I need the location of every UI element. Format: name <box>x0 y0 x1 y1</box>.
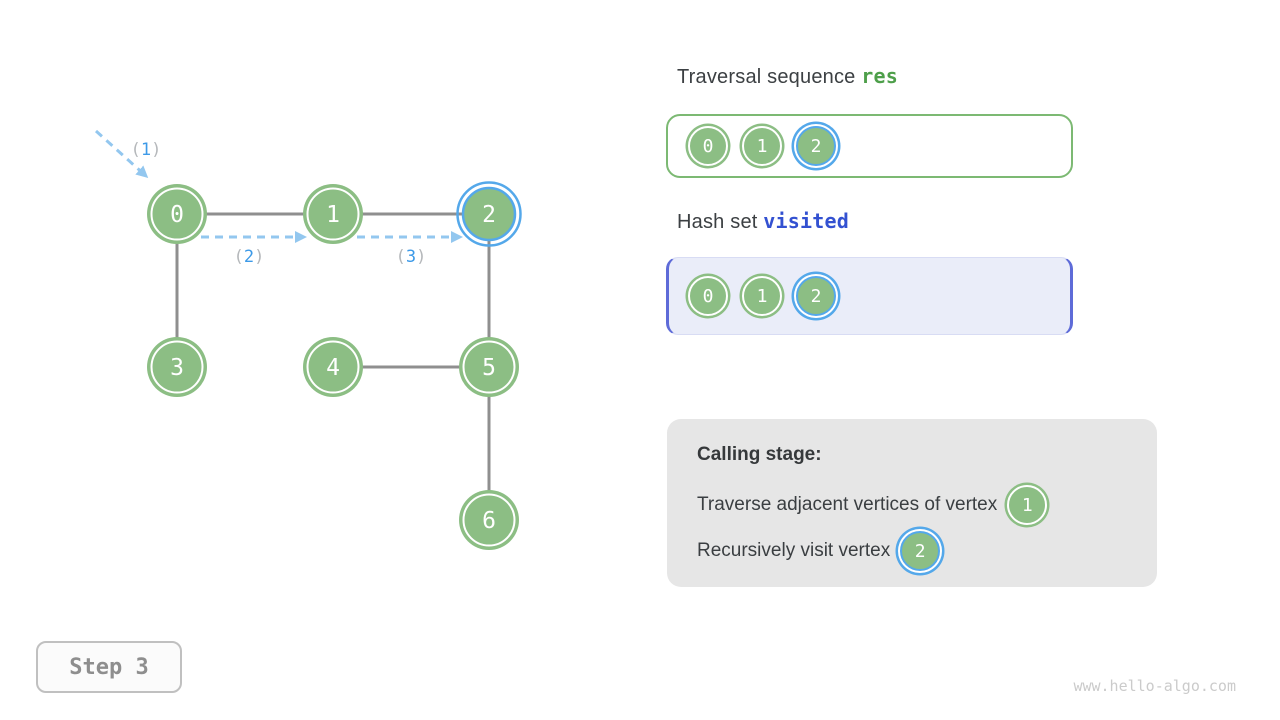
node-4-label: 4 <box>326 355 340 381</box>
calling-line-2-text: Recursively visit vertex <box>697 540 891 561</box>
node-5-label: 5 <box>482 355 496 381</box>
calling-line-1-text: Traverse adjacent vertices of vertex <box>697 494 998 515</box>
traversal-sequence-title-text: Traversal sequence <box>677 66 856 88</box>
graph-node-6: 6 <box>459 490 519 550</box>
calling-line-2-vertex-highlighted: 2 <box>900 531 941 571</box>
graph-node-5: 5 <box>459 337 519 397</box>
visited-item-0: 0 <box>688 276 728 316</box>
traversal-sequence-title: Traversal sequence res <box>677 64 898 89</box>
visited-item-1: 1 <box>742 276 782 316</box>
calling-stage-line-2: Recursively visit vertex 2 <box>697 528 1127 574</box>
watermark-text: www.hello-algo.com <box>1073 677 1236 695</box>
graph-canvas: (1) (2) (3) 0 1 2 3 4 5 6 <box>94 129 522 550</box>
calling-line-1-vertex: 1 <box>1007 485 1048 525</box>
graph-node-0: 0 <box>147 184 207 244</box>
step-arrow-label-1: (1) <box>131 140 162 160</box>
graph-node-3: 3 <box>147 337 207 397</box>
node-3-label: 3 <box>170 355 184 381</box>
calling-stage-title: Calling stage: <box>697 444 822 465</box>
res-item-0: 0 <box>688 126 728 166</box>
calling-stage-panel: Calling stage: Traverse adjacent vertice… <box>667 419 1157 587</box>
traversal-sequence-box: 0 1 2 <box>666 114 1073 178</box>
visited-code-label: visited <box>763 209 849 233</box>
arrow-enter-0 <box>94 129 149 179</box>
hash-set-title: Hash set visited <box>677 209 849 234</box>
traversal-arrows <box>94 129 463 243</box>
res-code-label: res <box>861 64 899 88</box>
visited-set-box: 0 1 2 <box>666 257 1073 335</box>
graph-node-4: 4 <box>303 337 363 397</box>
node-2-label: 2 <box>482 202 496 228</box>
node-0-label: 0 <box>170 202 184 228</box>
res-item-1: 1 <box>742 126 782 166</box>
res-item-2-highlighted: 2 <box>796 126 836 166</box>
step-arrow-label-2: (2) <box>234 247 265 267</box>
graph-node-1: 1 <box>303 184 363 244</box>
hash-set-title-text: Hash set <box>677 211 758 233</box>
step-arrow-label-3: (3) <box>396 247 427 267</box>
graph-node-2-highlighted: 2 <box>456 181 522 247</box>
node-1-label: 1 <box>326 202 340 228</box>
calling-stage-line-1: Traverse adjacent vertices of vertex 1 <box>697 482 1127 528</box>
visited-item-2-highlighted: 2 <box>796 276 836 316</box>
step-indicator[interactable]: Step 3 <box>36 641 182 693</box>
node-6-label: 6 <box>482 508 496 534</box>
